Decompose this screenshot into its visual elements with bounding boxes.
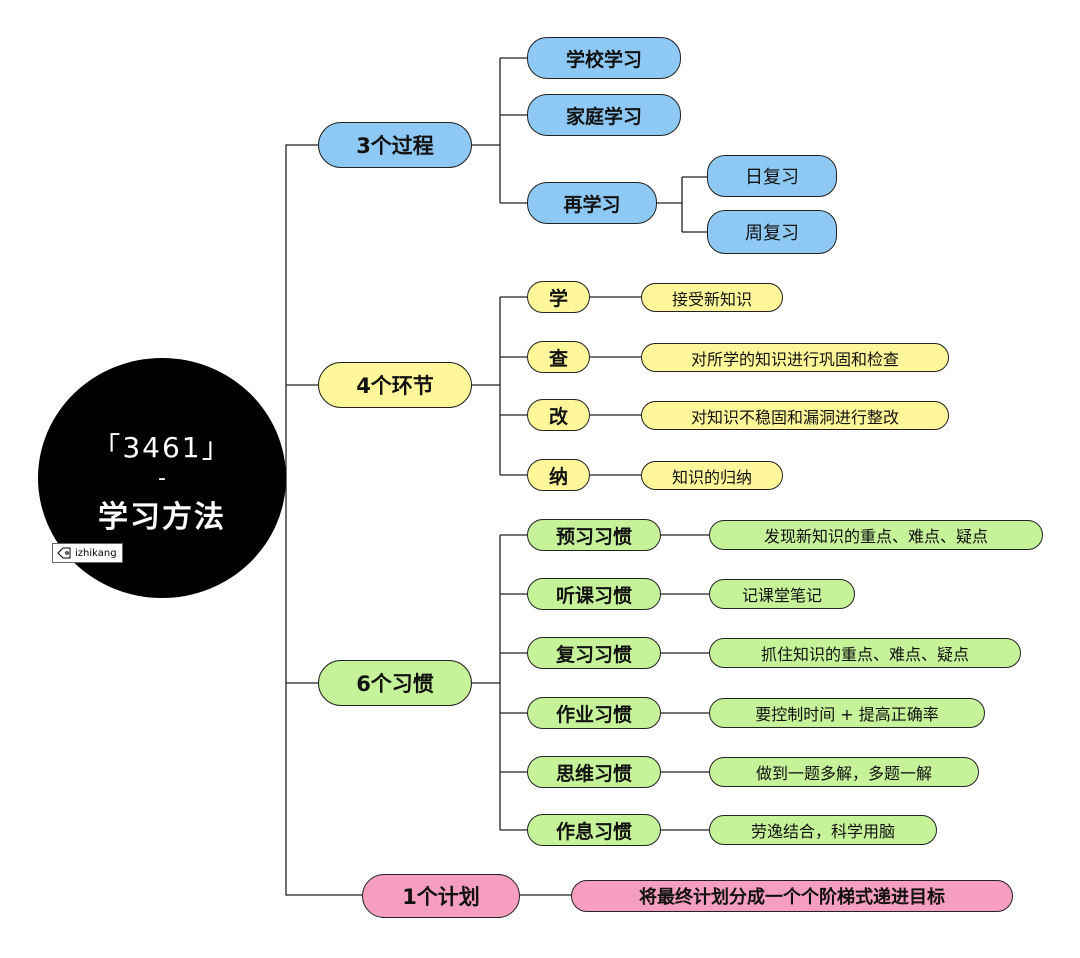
habit-homework-desc[interactable]: 要控制时间 + 提高正确率	[709, 698, 985, 728]
habit-review-node[interactable]: 复习习惯	[527, 637, 661, 669]
habit-homework-node[interactable]: 作业习惯	[527, 697, 661, 729]
habit-thinking-node[interactable]: 思维习惯	[527, 756, 661, 788]
step-summarize-node[interactable]: 纳	[527, 459, 590, 491]
habit-rest-desc[interactable]: 劳逸结合，科学用脑	[709, 815, 937, 845]
watermark-text: izhikang	[75, 547, 117, 559]
habit-listen-node[interactable]: 听课习惯	[527, 578, 661, 610]
step-learn-node[interactable]: 学	[527, 281, 590, 313]
root-title: 学习方法	[98, 500, 226, 535]
relearn-node[interactable]: 再学习	[527, 182, 657, 224]
habits-node[interactable]: 6个习惯	[318, 660, 472, 706]
home-learning-node[interactable]: 家庭学习	[527, 94, 681, 136]
habit-preview-node[interactable]: 预习习惯	[527, 519, 661, 551]
step-summarize-desc[interactable]: 知识的归纳	[641, 461, 783, 490]
watermark-tag: izhikang	[52, 543, 123, 563]
plan-node[interactable]: 1个计划	[362, 874, 520, 918]
habit-thinking-desc[interactable]: 做到一题多解，多题一解	[709, 757, 979, 787]
habit-rest-node[interactable]: 作息习惯	[527, 814, 661, 846]
process-node[interactable]: 3个过程	[318, 122, 472, 168]
weekly-review-node[interactable]: 周复习	[707, 210, 837, 254]
plan-desc[interactable]: 将最终计划分成一个个阶梯式递进目标	[571, 880, 1013, 912]
habit-review-desc[interactable]: 抓住知识的重点、难点、疑点	[709, 638, 1021, 668]
step-check-desc[interactable]: 对所学的知识进行巩固和检查	[641, 343, 949, 372]
root-title-dash: -	[158, 466, 166, 491]
step-learn-desc[interactable]: 接受新知识	[641, 283, 783, 312]
school-learning-node[interactable]: 学校学习	[527, 37, 681, 79]
daily-review-node[interactable]: 日复习	[707, 155, 837, 197]
habit-listen-desc[interactable]: 记课堂笔记	[709, 579, 855, 609]
habit-preview-desc[interactable]: 发现新知识的重点、难点、疑点	[709, 520, 1043, 550]
root-title-number: 「3461」	[92, 431, 232, 464]
step-check-node[interactable]: 查	[527, 341, 590, 373]
step-fix-desc[interactable]: 对知识不稳固和漏洞进行整改	[641, 401, 949, 430]
tag-icon	[57, 547, 71, 559]
steps-node[interactable]: 4个环节	[318, 362, 472, 408]
step-fix-node[interactable]: 改	[527, 399, 590, 431]
